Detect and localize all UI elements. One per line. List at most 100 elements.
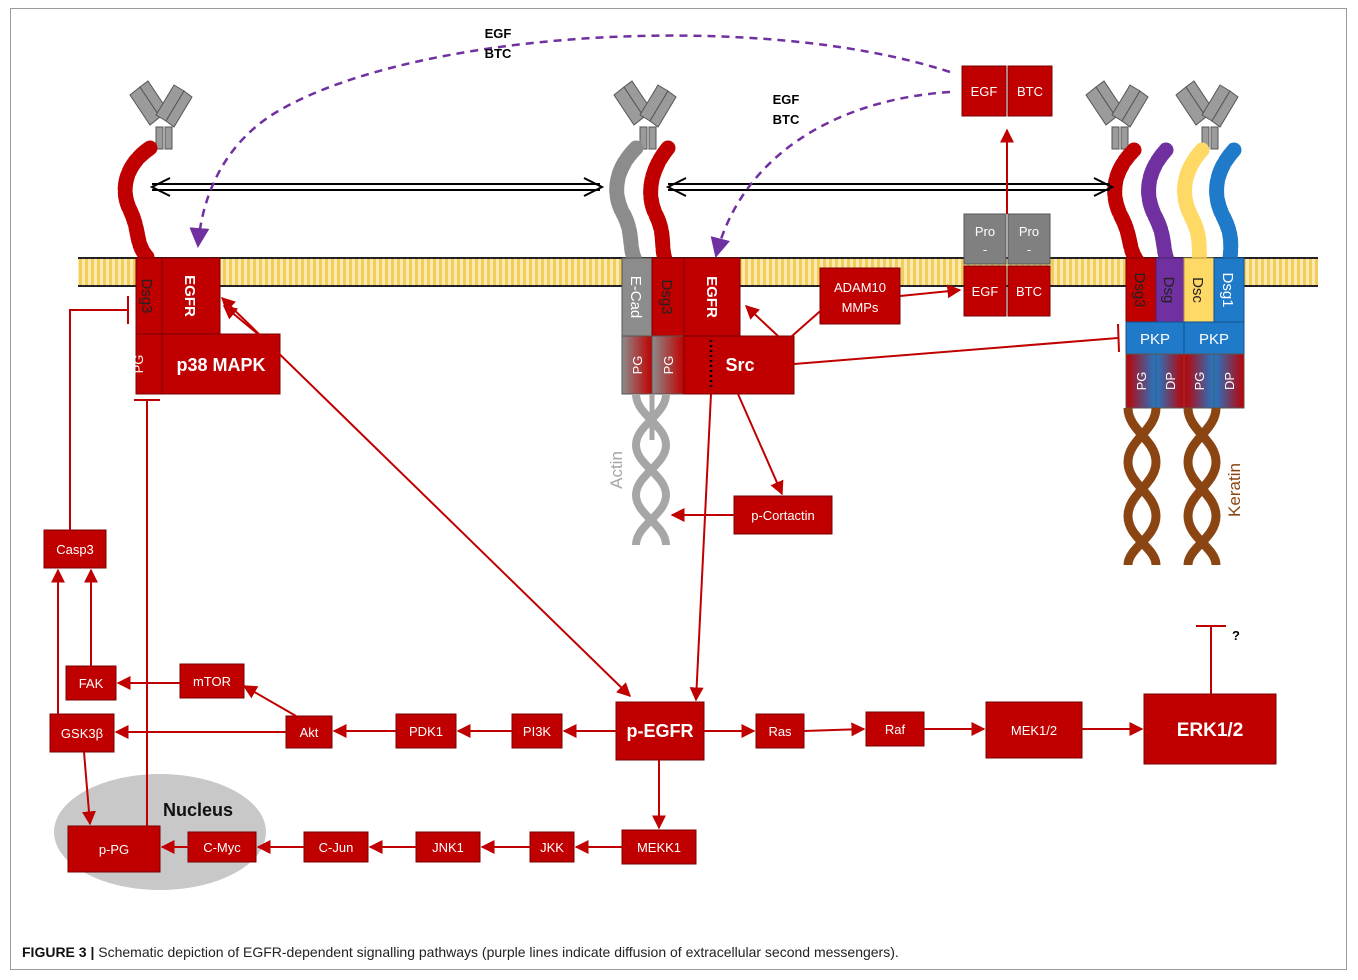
svg-text:Pro: Pro: [975, 224, 995, 239]
antibody-icon: [1176, 81, 1238, 149]
svg-text:Dsg: Dsg: [1160, 277, 1177, 304]
middle-ecad: E-Cad: [622, 258, 652, 336]
svg-text:PG: PG: [1134, 372, 1149, 391]
ligand-label-egf-mid: EGF: [773, 92, 800, 107]
pdk1-node: PDK1: [396, 714, 456, 748]
keratin-filament: [1128, 408, 1216, 565]
svg-text:-: -: [983, 242, 987, 257]
svg-text:PG: PG: [661, 356, 676, 375]
erk12-node: ERK1/2: [1144, 694, 1276, 764]
purple-diffusion-line: [716, 92, 950, 256]
jkk-node: JKK: [530, 832, 574, 862]
middle-dsg3: Dsg3: [652, 258, 684, 336]
left-p38-mapk: p38 MAPK: [162, 334, 280, 394]
casp3-node: Casp3: [44, 530, 106, 568]
svg-text:C-Jun: C-Jun: [319, 840, 354, 855]
desmosomal-cadherins-extracellular: [1115, 150, 1234, 262]
akt-node: Akt: [286, 716, 332, 748]
left-dsg3: Dsg3: [136, 258, 162, 334]
middle-pg-1: PG: [622, 336, 652, 394]
p-cortactin-node: p-Cortactin: [734, 496, 832, 534]
c-myc-node: C-Myc: [188, 832, 256, 862]
antibody-icon: [1086, 81, 1148, 149]
svg-text:GSK3β: GSK3β: [61, 726, 103, 741]
svg-text:C-Myc: C-Myc: [203, 840, 241, 855]
svg-text:p-Cortactin: p-Cortactin: [751, 508, 815, 523]
left-pg: PG: [131, 334, 162, 394]
svg-text:PKP: PKP: [1199, 331, 1229, 348]
ras-node: Ras: [756, 714, 804, 748]
pro-domain-btc: Pro -: [1008, 214, 1050, 264]
svg-text:BTC: BTC: [1016, 284, 1042, 299]
figure-caption: FIGURE 3 | Schematic depiction of EGFR-d…: [22, 944, 1342, 960]
svg-text:PDK1: PDK1: [409, 724, 443, 739]
svg-text:DP: DP: [1163, 372, 1178, 390]
right-pkp-1: PKP: [1126, 322, 1184, 354]
antibody-icon: [130, 81, 192, 149]
actin-label: Actin: [607, 451, 626, 489]
right-dsg3: Dsg3: [1126, 258, 1156, 322]
keratin-label: Keratin: [1225, 463, 1244, 517]
svg-text:EGF: EGF: [971, 84, 998, 99]
svg-text:Dsg3: Dsg3: [1131, 272, 1148, 307]
svg-text:Ras: Ras: [768, 724, 792, 739]
svg-text:MEK1/2: MEK1/2: [1011, 723, 1057, 738]
jnk1-node: JNK1: [416, 832, 480, 862]
svg-text:Casp3: Casp3: [56, 542, 94, 557]
svg-text:PG: PG: [131, 355, 146, 374]
nucleus-label: Nucleus: [163, 800, 233, 820]
svg-text:-: -: [1027, 242, 1031, 257]
ligand-label-btc-mid: BTC: [773, 112, 800, 127]
raf-node: Raf: [866, 712, 924, 746]
svg-text:p-PG: p-PG: [99, 842, 129, 857]
svg-text:Dsc: Dsc: [1189, 277, 1206, 303]
antibody-icon: [614, 81, 676, 149]
mtor-node: mTOR: [180, 664, 244, 698]
svg-text:FAK: FAK: [79, 676, 104, 691]
right-dsg1: Dsg1: [1214, 258, 1244, 322]
right-dsg: Dsg: [1156, 258, 1184, 322]
p-egfr-node: p-EGFR: [616, 702, 704, 760]
right-dp-1: DP: [1156, 354, 1184, 408]
svg-text:JNK1: JNK1: [432, 840, 464, 855]
trans-interaction-arrows: [152, 178, 1112, 196]
svg-text:PI3K: PI3K: [523, 724, 552, 739]
ecad-extracellular: [617, 148, 636, 262]
fak-node: FAK: [66, 666, 116, 700]
svg-text:E-Cad: E-Cad: [627, 276, 644, 319]
question-mark: ?: [1232, 628, 1240, 643]
mek12-node: MEK1/2: [986, 702, 1082, 758]
ligand-label-egf-top: EGF: [485, 26, 512, 41]
svg-text:PG: PG: [1192, 372, 1207, 391]
caption-text: Schematic depiction of EGFR-dependent si…: [98, 944, 899, 960]
svg-text:EGFR: EGFR: [181, 275, 198, 317]
soluble-btc-node: BTC: [1008, 66, 1052, 116]
svg-text:Dsg1: Dsg1: [1219, 272, 1236, 307]
middle-src: Src: [684, 336, 794, 394]
soluble-egf-node: EGF: [962, 66, 1006, 116]
svg-text:mTOR: mTOR: [193, 674, 231, 689]
adam10-mmps-node: ADAM10 MMPs: [820, 268, 900, 324]
middle-egfr: EGFR: [684, 258, 740, 336]
pro-domain-egf: Pro -: [964, 214, 1006, 264]
egfr-signalling-diagram: EGF BTC EGF BTC EGF BTC Pro - Pro - EGF …: [0, 0, 1358, 940]
svg-text:Akt: Akt: [300, 725, 319, 740]
right-pg-2: PG: [1184, 354, 1214, 408]
svg-text:Raf: Raf: [885, 722, 906, 737]
svg-text:MEKK1: MEKK1: [637, 840, 681, 855]
svg-text:MMPs: MMPs: [842, 300, 879, 315]
right-pkp-2: PKP: [1184, 322, 1244, 354]
svg-text:p38 MAPK: p38 MAPK: [176, 355, 265, 375]
svg-text:ERK1/2: ERK1/2: [1177, 720, 1244, 741]
right-dsc: Dsc: [1184, 258, 1214, 322]
ligand-label-btc-top: BTC: [485, 46, 512, 61]
gsk3b-node: GSK3β: [50, 714, 114, 752]
dsg3-extracellular-left: [125, 148, 150, 258]
svg-text:DP: DP: [1222, 372, 1237, 390]
left-egfr: EGFR: [162, 258, 220, 334]
c-jun-node: C-Jun: [304, 832, 368, 862]
svg-text:p-EGFR: p-EGFR: [627, 721, 694, 741]
svg-text:Dsg3: Dsg3: [658, 279, 675, 314]
svg-text:PKP: PKP: [1140, 331, 1170, 348]
right-dp-2: DP: [1214, 354, 1244, 408]
